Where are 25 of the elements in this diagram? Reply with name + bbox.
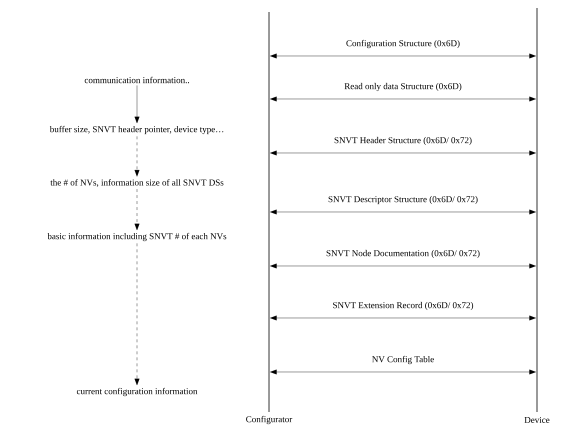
message-arrow	[270, 150, 536, 156]
message-label: NV Config Table	[370, 354, 436, 366]
step-text: basic information including SNVT # of each NVs	[47, 232, 226, 242]
step-text: current configuration information	[76, 388, 198, 396]
message-arrow	[270, 96, 536, 102]
message-label: Configuration Structure (0x6D)	[345, 38, 461, 50]
message-arrow	[270, 370, 536, 374]
message-arrow	[270, 54, 536, 58]
lifeline-label: Device	[524, 416, 550, 424]
arrow	[134, 243, 140, 386]
arrow	[134, 85, 140, 124]
message-arrow	[270, 316, 536, 320]
message-arrow	[270, 210, 536, 214]
step-text: communication information..	[84, 76, 190, 84]
lifeline-label: Configurator	[246, 416, 292, 424]
message-label: SNVT Descriptor Structure (0x6D/ 0x72)	[327, 194, 479, 206]
arrow	[134, 188, 140, 230]
arrow	[134, 136, 140, 177]
message-label: Read only data Structure (0x6D)	[343, 82, 463, 92]
step-text: buffer size, SNVT header pointer, device type…	[50, 126, 224, 134]
message-label: SNVT Node Documentation (0x6D/ 0x72)	[325, 248, 481, 260]
step-text: the # of NVs, information size of all SNVT DSs	[50, 179, 224, 187]
message-label: SNVT Header Structure (0x6D/ 0x72)	[333, 136, 473, 146]
message-label: SNVT Extension Record (0x6D/ 0x72)	[332, 300, 474, 312]
message-arrow	[270, 264, 536, 268]
